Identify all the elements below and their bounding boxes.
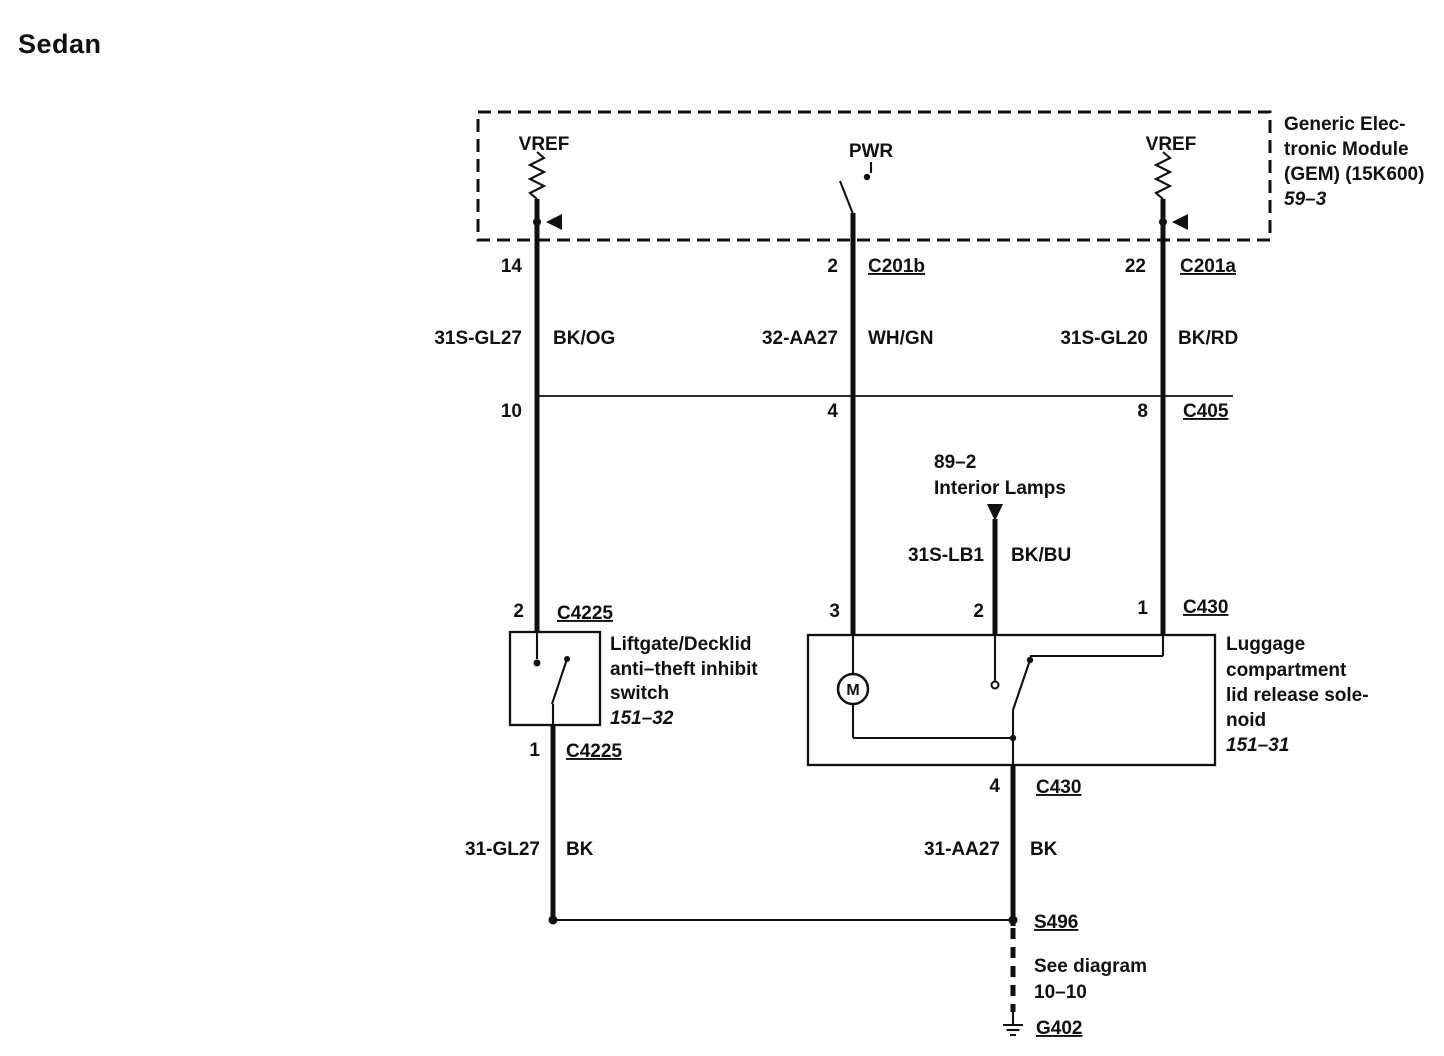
interior-lamps-label: Interior Lamps — [934, 478, 1066, 499]
solenoid-switch-blade-icon — [1012, 659, 1031, 711]
splice-dot — [1008, 915, 1018, 925]
pin-2-c4225: 2 — [513, 601, 524, 622]
wire-switch-out-color: BK — [566, 839, 594, 860]
pwr-label: PWR — [849, 141, 894, 162]
resistor-icon — [1153, 151, 1173, 200]
pin-3-c430: 3 — [829, 601, 840, 622]
wire-solenoid-out-color: BK — [1030, 839, 1058, 860]
inhibit-switch-label-line-2: anti–theft inhibit — [610, 659, 758, 680]
solenoid-label-line-4: noid — [1226, 710, 1266, 731]
switch-blade-icon — [551, 658, 568, 705]
connector-arrow-icon — [1172, 214, 1188, 230]
wire-switch-out-circuit: 31-GL27 — [465, 839, 540, 860]
connector-c4225-bottom: C4225 — [566, 741, 622, 762]
pin-2-c430: 2 — [973, 601, 984, 622]
connector-c201a: C201a — [1180, 256, 1236, 277]
connector-c4225-top: C4225 — [557, 603, 613, 624]
pin-1-c4225: 1 — [529, 740, 540, 761]
pin-22: 22 — [1125, 256, 1146, 277]
solenoid-label-line-2: compartment — [1226, 660, 1347, 681]
pwr-contact-dot — [863, 173, 871, 181]
junction-dot — [1009, 734, 1017, 742]
inhibit-switch-box — [508, 630, 602, 727]
motor-letter: M — [846, 682, 859, 699]
gem-label-line-1: Generic Elec- — [1284, 114, 1405, 135]
ground-g402: G402 — [1036, 1018, 1082, 1039]
solenoid-box — [806, 633, 1217, 767]
wire-left-circuit: 31S-GL27 — [434, 328, 522, 349]
switch-pivot-dot — [564, 656, 570, 662]
gem-module-box — [476, 110, 1272, 242]
pin-2-c201b: 2 — [827, 256, 838, 277]
splice-dot — [548, 915, 558, 925]
gem-label-line-2: tronic Module — [1284, 139, 1409, 160]
wire-right-circuit: 31S-GL20 — [1060, 328, 1148, 349]
splice-s496: S496 — [1034, 912, 1078, 933]
pin-14: 14 — [501, 256, 523, 277]
solenoid-label-line-3: lid release sole- — [1226, 685, 1369, 706]
inhibit-switch-label-line-3: switch — [610, 683, 669, 704]
pin-8: 8 — [1137, 401, 1148, 422]
resistor-icon — [527, 151, 547, 200]
wire-lamps-color: BK/BU — [1011, 545, 1071, 566]
gem-label-line-3: (GEM) (15K600) — [1284, 164, 1424, 185]
switch-contact-dot — [533, 659, 541, 667]
connector-c405: C405 — [1183, 401, 1229, 422]
solenoid-label-line-1: Luggage — [1226, 634, 1305, 655]
connector-c430-bottom: C430 — [1036, 777, 1081, 798]
vref-right-label: VREF — [1146, 134, 1197, 155]
gem-ref: 59–3 — [1284, 189, 1327, 210]
wire-mid-circuit: 32-AA27 — [762, 328, 838, 349]
wire-lamps-circuit: 31S-LB1 — [908, 545, 984, 566]
lamp-contact-dot — [990, 680, 1000, 690]
vref-left-label: VREF — [519, 134, 570, 155]
wire-left-color: BK/OG — [553, 328, 615, 349]
inhibit-switch-label-line-1: Liftgate/Decklid — [610, 634, 751, 655]
page-title: Sedan — [18, 29, 102, 59]
pin-10: 10 — [501, 401, 522, 422]
pin-4-c430: 4 — [989, 776, 1000, 797]
interior-lamps-ref: 89–2 — [934, 452, 976, 473]
down-arrow-icon — [987, 504, 1003, 521]
ground-note-line-1: See diagram — [1034, 956, 1147, 977]
solenoid-ref: 151–31 — [1226, 735, 1289, 756]
pin-1-c430: 1 — [1137, 598, 1148, 619]
wire-right-color: BK/RD — [1178, 328, 1238, 349]
connector-c430-top: C430 — [1183, 597, 1228, 618]
switch-blade-icon — [839, 180, 854, 215]
connector-arrow-icon — [546, 214, 562, 230]
wire-solenoid-out-circuit: 31-AA27 — [924, 839, 1000, 860]
ground-note-line-2: 10–10 — [1034, 982, 1087, 1003]
wire-mid-color: WH/GN — [868, 328, 933, 349]
inhibit-switch-ref: 151–32 — [610, 708, 674, 729]
connector-c201b: C201b — [868, 256, 925, 277]
pin-4-c405: 4 — [827, 401, 838, 422]
